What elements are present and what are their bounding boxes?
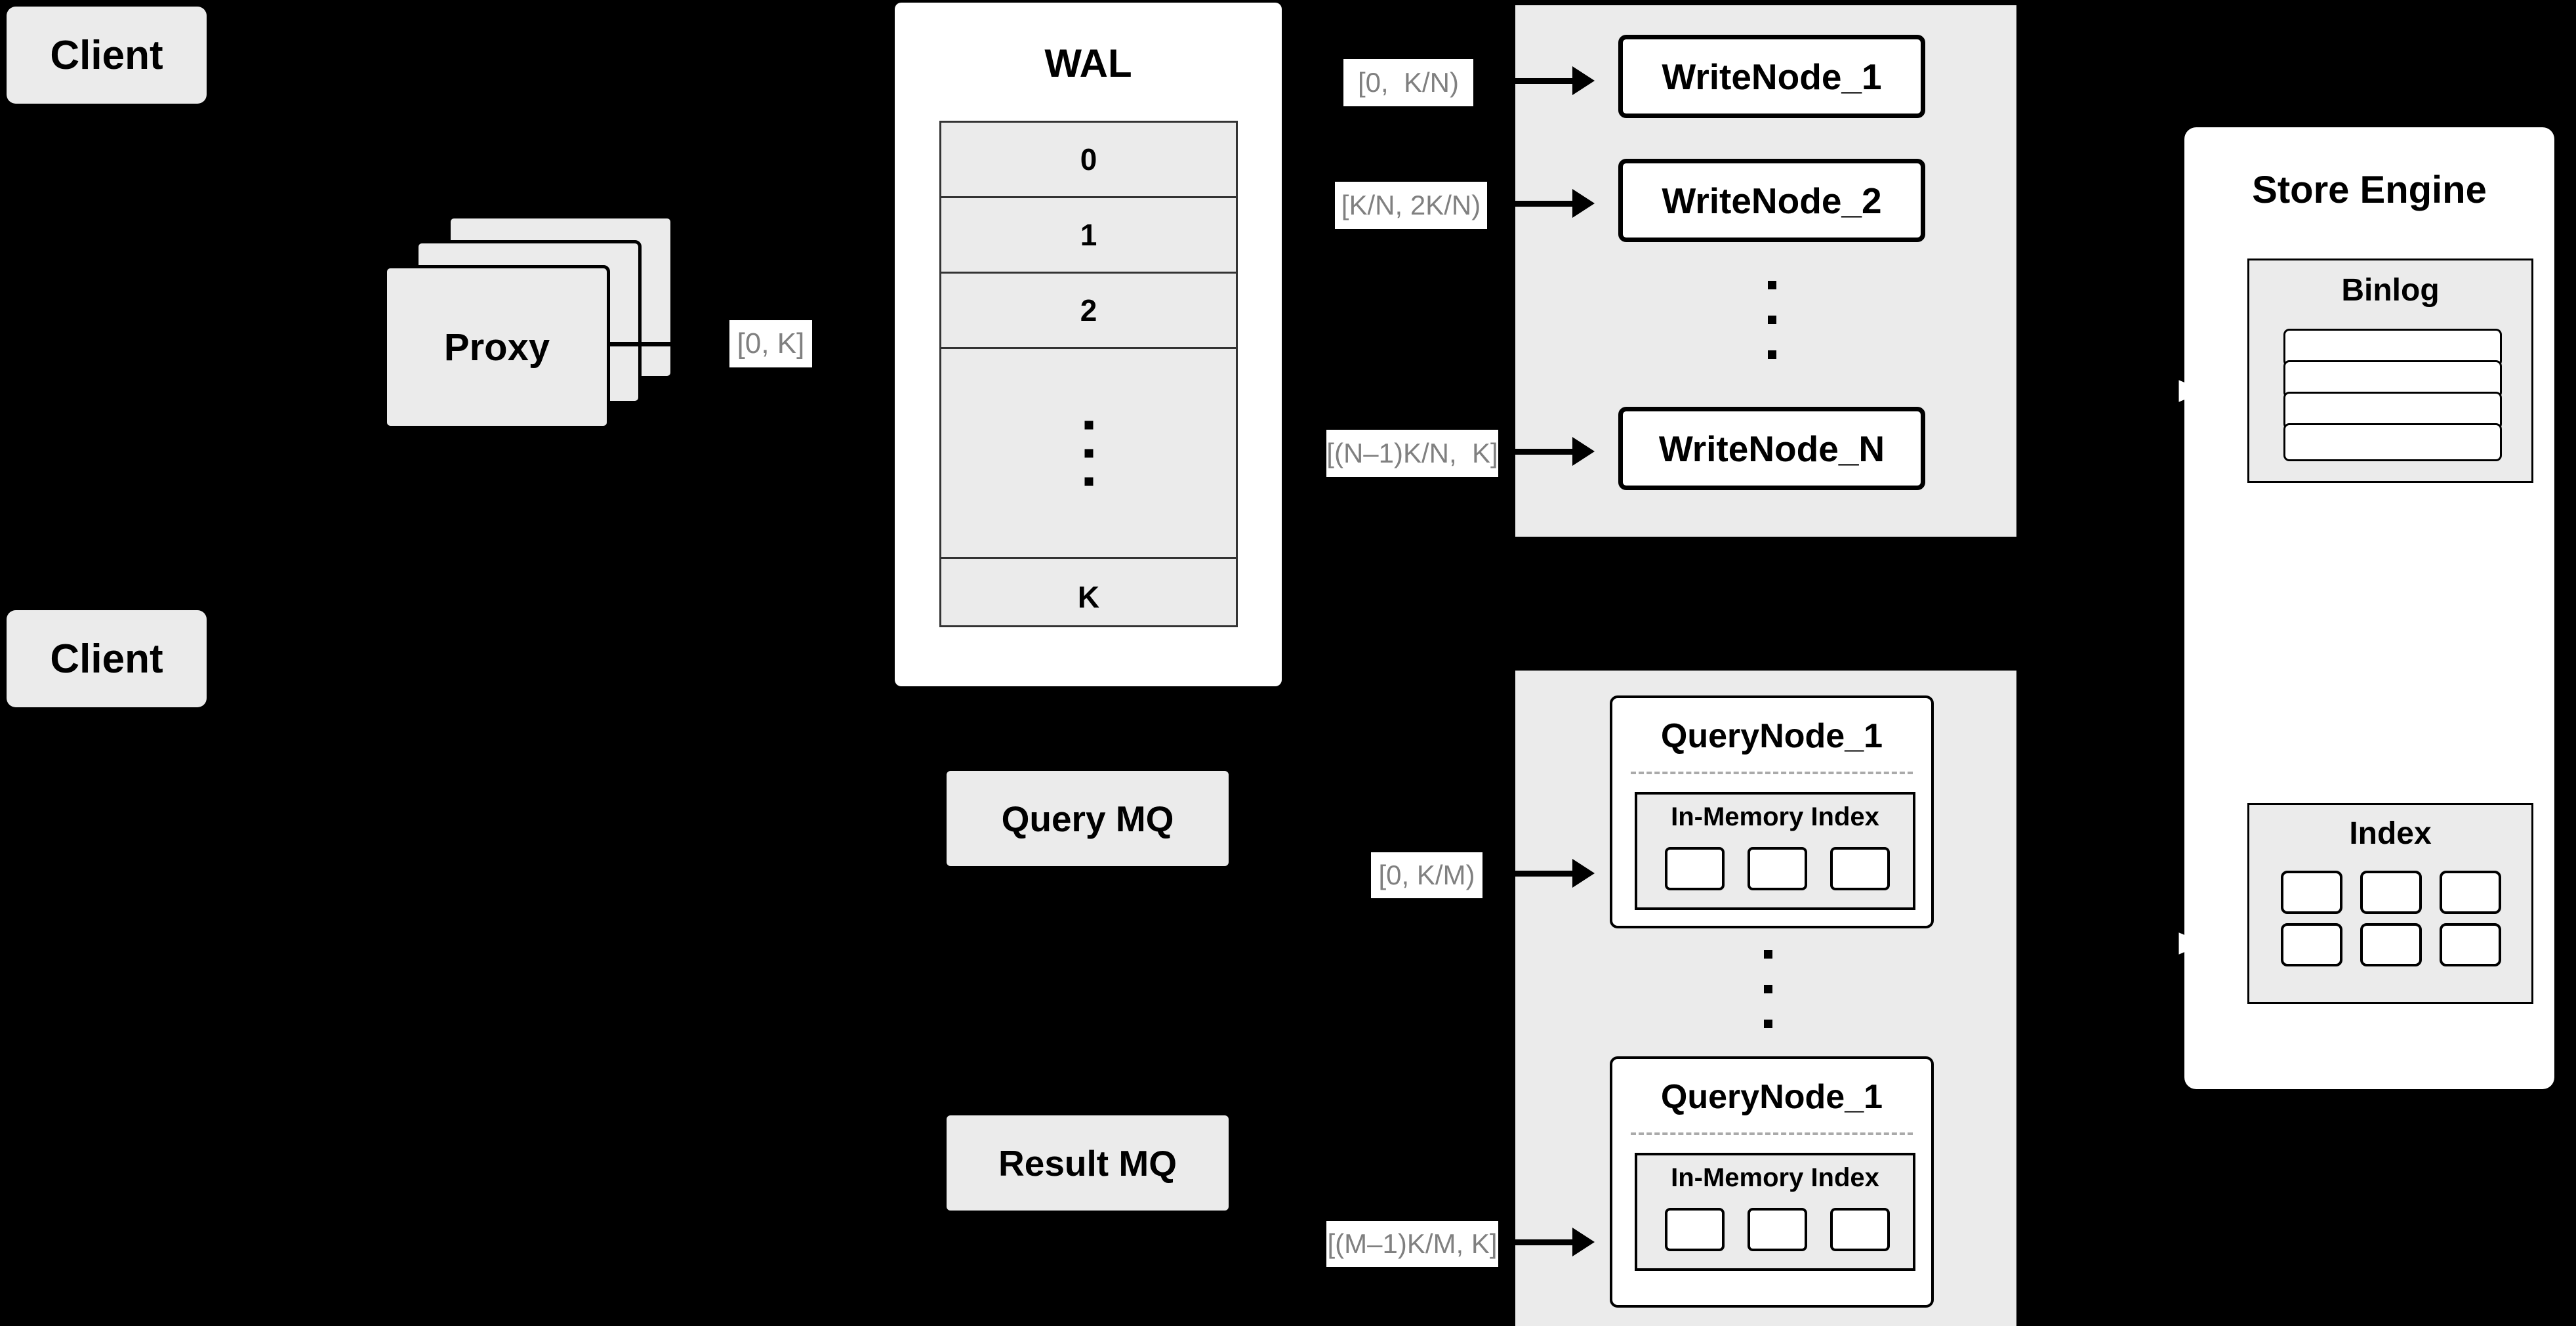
write-cluster-ellipsis-icon	[1768, 281, 1776, 359]
write-node-label: WriteNode_1	[1662, 56, 1882, 97]
arrow-head-writenode-n	[1572, 437, 1595, 466]
wal-row[interactable]: 2	[941, 274, 1236, 349]
arrow-line-index	[2133, 941, 2180, 945]
index-title: Index	[2349, 816, 2432, 851]
index-cell[interactable]	[1665, 1208, 1725, 1251]
arrow-head-querynode-1	[1572, 859, 1595, 888]
arrow-line-writenode-n	[1498, 449, 1575, 455]
query-node-1[interactable]: QueryNode_1 In-Memory Index	[1610, 695, 1934, 928]
proxy-label: Proxy	[443, 325, 550, 369]
client-label: Client	[50, 32, 163, 78]
index-cell[interactable]	[1665, 847, 1725, 890]
wal-title: WAL	[1044, 41, 1132, 85]
index-cell[interactable]	[1830, 847, 1890, 890]
query-node-divider	[1631, 772, 1913, 774]
index-cell[interactable]	[1748, 1208, 1807, 1251]
client-box-2[interactable]: Client	[7, 610, 207, 707]
wal-row-ellipsis	[941, 349, 1236, 559]
store-engine-title: Store Engine	[2252, 169, 2487, 211]
edge-label-writenode-n: [(N–1)K/N, K]	[1326, 430, 1498, 477]
arrow-line-binlog	[2133, 388, 2180, 393]
write-node-label: WriteNode_N	[1658, 428, 1885, 469]
query-node-label: QueryNode_1	[1660, 717, 1883, 755]
query-node-divider	[1631, 1132, 1913, 1135]
binlog-box[interactable]: Binlog	[2247, 259, 2533, 483]
client-label: Client	[50, 636, 163, 682]
result-mq-label: Result MQ	[998, 1142, 1177, 1184]
index-cell[interactable]	[1830, 1208, 1890, 1251]
binlog-title: Binlog	[2341, 273, 2440, 308]
index-cell[interactable]	[2281, 923, 2342, 966]
proxy-box[interactable]: Proxy	[384, 265, 610, 429]
edge-label-writenode-1: [0, K/N)	[1343, 59, 1473, 106]
edge-label-writenode-2: [K/N, 2K/N)	[1335, 182, 1487, 229]
wal-row[interactable]: 0	[941, 123, 1236, 198]
arrow-line-writenode-1	[1473, 78, 1575, 84]
in-memory-index-box[interactable]: In-Memory Index	[1635, 1153, 1915, 1271]
wal-row[interactable]: K	[1077, 580, 1100, 614]
write-node-1[interactable]: WriteNode_1	[1618, 35, 1925, 118]
edge-label-querynode-m: [(M–1)K/M, K]	[1326, 1221, 1498, 1267]
in-memory-index-title: In-Memory Index	[1671, 802, 1879, 831]
index-cell[interactable]	[2440, 923, 2501, 966]
write-node-n[interactable]: WriteNode_N	[1618, 407, 1925, 490]
query-mq-label: Query MQ	[1001, 798, 1174, 839]
arrow-head-querynode-m	[1572, 1228, 1595, 1256]
arrow-line-querynode-m	[1498, 1239, 1575, 1245]
edge-label-proxy-wal: [0, K]	[729, 320, 812, 367]
index-cell[interactable]	[2440, 871, 2501, 914]
index-cell[interactable]	[1748, 847, 1807, 890]
query-mq-box[interactable]: Query MQ	[947, 771, 1229, 866]
store-engine-panel: Store Engine Binlog Index	[2184, 127, 2554, 1089]
index-cell[interactable]	[2360, 923, 2422, 966]
write-node-label: WriteNode_2	[1662, 180, 1882, 221]
index-cell[interactable]	[2281, 871, 2342, 914]
query-cluster-ellipsis-icon	[1764, 950, 1772, 1028]
binlog-row[interactable]	[2283, 423, 2502, 461]
proxy-to-wal-line	[610, 342, 735, 346]
vertical-ellipsis-icon	[1084, 421, 1093, 486]
edge-label-querynode-1: [0, K/M)	[1371, 852, 1482, 898]
wal-row[interactable]: 1	[941, 198, 1236, 274]
index-cell[interactable]	[2360, 871, 2422, 914]
arrow-head-writenode-2	[1572, 189, 1595, 218]
arrow-head-writenode-1	[1572, 66, 1595, 95]
wal-row-table: 0 1 2 K	[939, 121, 1238, 627]
query-node-m[interactable]: QueryNode_1 In-Memory Index	[1610, 1056, 1934, 1308]
wal-panel: WAL 0 1 2 K	[895, 3, 1282, 686]
query-node-label: QueryNode_1	[1660, 1078, 1883, 1116]
client-box-1[interactable]: Client	[7, 7, 207, 104]
index-box[interactable]: Index	[2247, 803, 2533, 1004]
arrow-line-querynode-1	[1482, 871, 1575, 877]
write-node-2[interactable]: WriteNode_2	[1618, 159, 1925, 242]
in-memory-index-box[interactable]: In-Memory Index	[1635, 792, 1915, 910]
result-mq-box[interactable]: Result MQ	[947, 1115, 1229, 1211]
in-memory-index-title: In-Memory Index	[1671, 1163, 1879, 1192]
arrow-line-writenode-2	[1487, 201, 1575, 207]
